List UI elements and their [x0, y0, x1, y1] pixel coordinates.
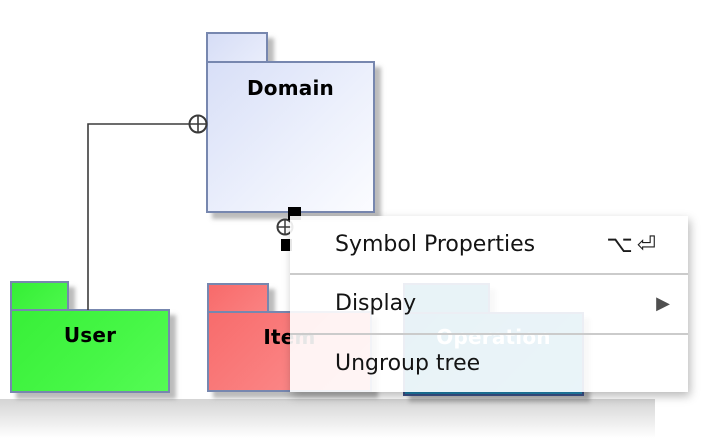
menu-item-label: Symbol Properties [335, 232, 536, 258]
menu-item-label: Ungroup tree [335, 350, 481, 376]
package-user[interactable]: User [10, 309, 170, 393]
anchor-plus-icon [188, 114, 208, 134]
connector-user-domain[interactable] [87, 123, 198, 310]
package-domain-tab[interactable] [206, 32, 268, 63]
menu-item-ungroup-tree[interactable]: Ungroup tree [290, 335, 688, 392]
menu-item-display[interactable]: Display ▶ [290, 275, 688, 332]
package-user-label: User [63, 323, 117, 347]
menu-item-label: Display [335, 291, 417, 317]
selection-handle[interactable] [281, 239, 292, 251]
package-domain-label: Domain [247, 76, 334, 100]
submenu-arrow-icon: ▶ [656, 293, 670, 315]
context-menu: Symbol Properties ⌥⏎ Display ▶ Ungroup t… [290, 216, 688, 392]
shortcut-option-return-icon: ⌥⏎ [606, 231, 660, 258]
menu-separator [290, 273, 688, 276]
package-user-tab[interactable] [10, 281, 69, 311]
bottom-shadow-gradient [0, 399, 655, 438]
menu-separator [290, 332, 688, 335]
package-item-tab[interactable] [207, 283, 269, 313]
package-domain[interactable]: Domain [206, 61, 375, 213]
menu-item-symbol-properties[interactable]: Symbol Properties ⌥⏎ [290, 216, 688, 273]
